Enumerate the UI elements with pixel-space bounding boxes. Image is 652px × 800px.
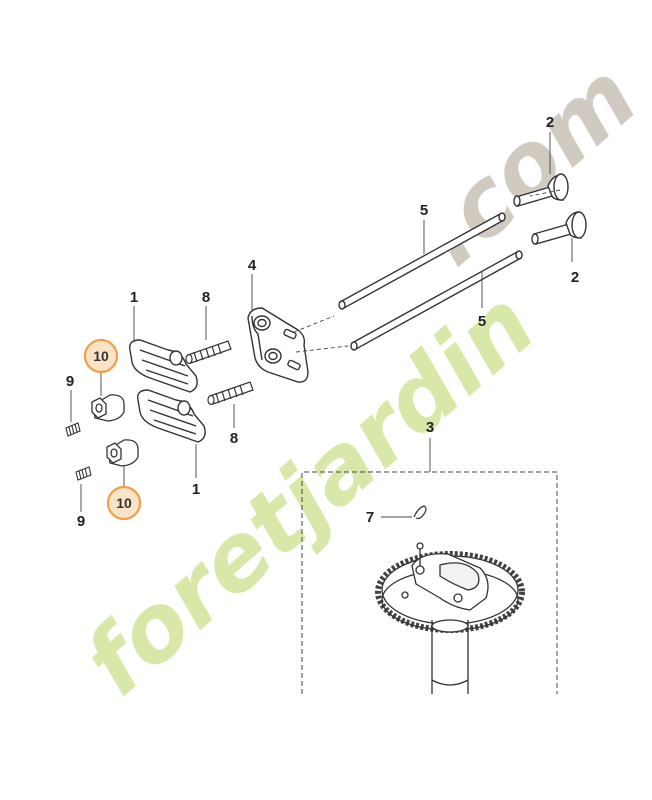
push-rod-upper bbox=[338, 212, 506, 310]
callout-8-bottom: 8 bbox=[230, 430, 238, 447]
rocker-plate bbox=[247, 307, 309, 383]
callout-10-top: 10 bbox=[93, 348, 109, 364]
leader-lines bbox=[70, 132, 573, 518]
nut-upper bbox=[91, 394, 125, 422]
watermark: foretjardin .com bbox=[64, 43, 652, 717]
callout-9-top: 9 bbox=[66, 373, 74, 390]
rocker-arm-upper bbox=[129, 339, 198, 393]
set-screw-lower bbox=[75, 466, 92, 481]
callout-1-bottom: 1 bbox=[192, 481, 200, 498]
callout-10-bottom-badge: 10 bbox=[106, 485, 142, 521]
callout-9-bottom: 9 bbox=[77, 513, 85, 530]
callout-7: 7 bbox=[366, 509, 374, 526]
callout-1-top: 1 bbox=[130, 289, 138, 306]
callout-2-bottom: 2 bbox=[571, 269, 579, 286]
valve-upper bbox=[513, 173, 569, 207]
spring-clip bbox=[413, 505, 427, 520]
callout-2-top: 2 bbox=[546, 114, 554, 131]
camshaft-gear bbox=[375, 542, 525, 694]
callout-10-top-badge: 10 bbox=[83, 338, 119, 374]
callout-3: 3 bbox=[426, 419, 434, 436]
callout-5-top: 5 bbox=[420, 202, 428, 219]
stud-lower bbox=[207, 381, 254, 406]
set-screw-upper bbox=[65, 422, 81, 437]
callout-8-top: 8 bbox=[202, 289, 210, 306]
camshaft-detail-box bbox=[301, 471, 558, 694]
rocker-arm-lower bbox=[137, 389, 206, 443]
push-rod-lower bbox=[350, 250, 523, 351]
nut-lower bbox=[106, 439, 139, 467]
stud-upper bbox=[185, 340, 232, 365]
valve-lower bbox=[531, 211, 587, 245]
callout-10-bottom: 10 bbox=[116, 495, 132, 511]
callout-5-bottom: 5 bbox=[478, 313, 486, 330]
callout-4: 4 bbox=[248, 257, 257, 274]
